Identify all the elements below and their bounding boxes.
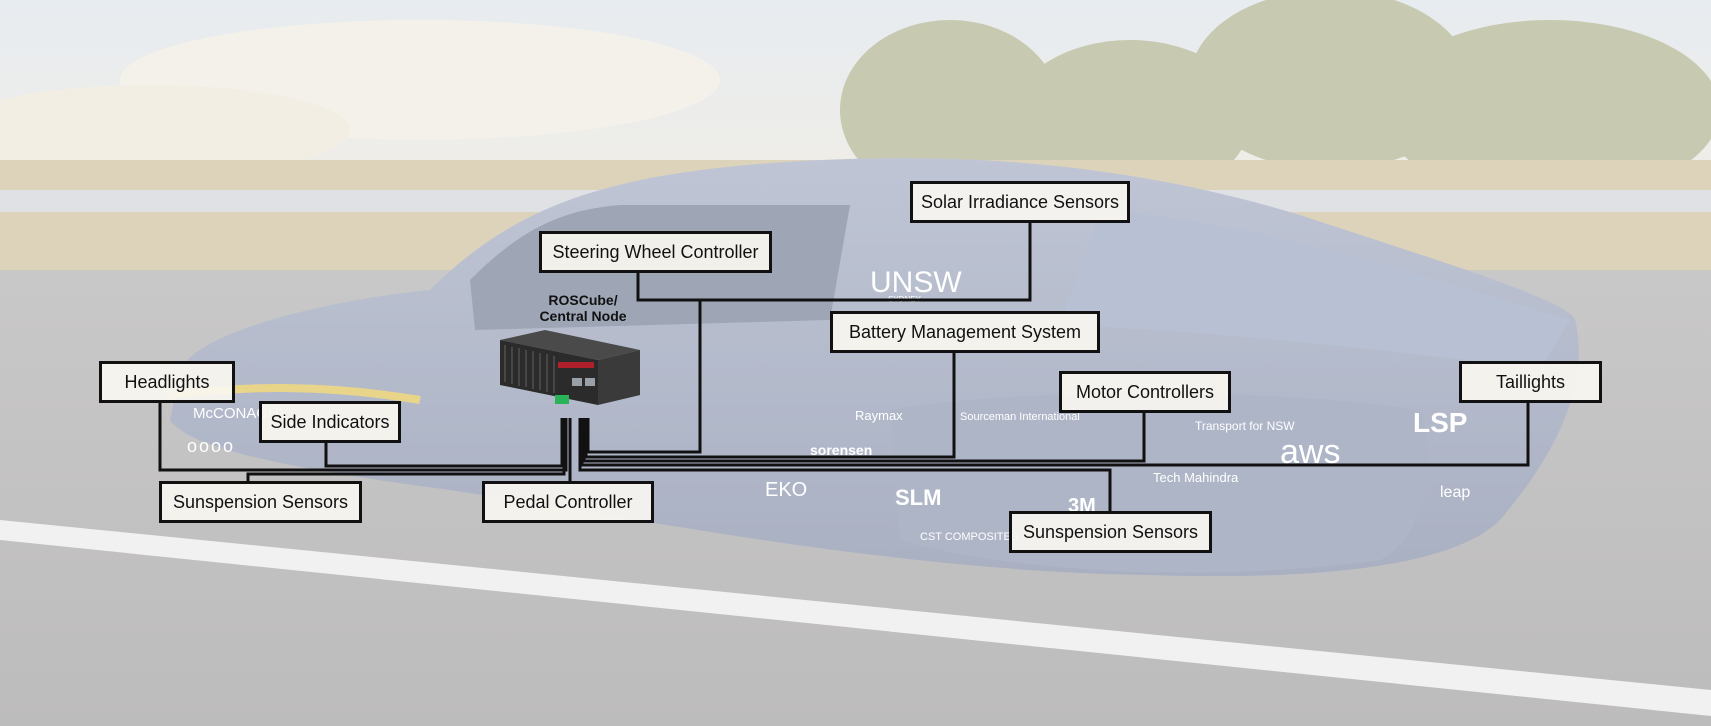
brand-transport: Transport for NSW xyxy=(1195,419,1295,433)
roscube-device xyxy=(500,330,640,405)
trees xyxy=(840,0,1711,200)
brand-raymax: Raymax xyxy=(855,408,903,423)
wire-headlights xyxy=(158,403,568,472)
cloud xyxy=(0,85,350,175)
wire-taillights xyxy=(580,403,1530,467)
wiring xyxy=(158,223,1530,511)
headlights-label: Headlights xyxy=(99,361,235,403)
brand-slm: SLM xyxy=(895,485,941,510)
suspension-sensors-right-label: Sunspension Sensors xyxy=(1009,511,1212,553)
brand-unsw: UNSW xyxy=(870,266,962,299)
side-indicators-label: Side Indicators xyxy=(259,401,401,443)
steering-wheel-controller-label: Steering Wheel Controller xyxy=(539,231,772,273)
brand-sorensen: sorensen xyxy=(810,442,872,458)
brand-sourceman: Sourceman International xyxy=(960,411,1080,423)
wire-motor xyxy=(582,413,1146,463)
roscube-label-line1: ROSCube/ xyxy=(548,292,618,308)
brand-leap: leap xyxy=(1440,484,1470,501)
brand-audi: oooo xyxy=(187,436,235,456)
wire-battery xyxy=(584,353,956,459)
pedal-controller-label: Pedal Controller xyxy=(482,481,654,523)
brand-cst: CST COMPOSITES xyxy=(920,531,1018,543)
wire-steering-wheel xyxy=(586,300,702,454)
suspension-sensors-left-label: Sunspension Sensors xyxy=(159,481,362,523)
wire-suspension-right xyxy=(578,418,1112,511)
brand-lsp: LSP xyxy=(1413,407,1467,438)
battery-management-system-label: Battery Management System xyxy=(830,311,1100,353)
solar-irradiance-sensors-label: Solar Irradiance Sensors xyxy=(910,181,1130,223)
motor-controllers-label: Motor Controllers xyxy=(1059,371,1231,413)
brand-eko: EKO xyxy=(765,479,807,501)
roscube-label-line2: Central Node xyxy=(539,308,627,324)
wire-side-indicators xyxy=(324,418,564,468)
taillights-label: Taillights xyxy=(1459,361,1602,403)
wire-suspension-left xyxy=(246,418,566,481)
wire-solar xyxy=(636,223,1032,302)
brand-mahindra: Tech Mahindra xyxy=(1153,470,1239,485)
lane-marking xyxy=(0,520,1711,716)
solar-car xyxy=(169,158,1579,577)
roscube-label: ROSCube/ Central Node xyxy=(518,292,648,324)
